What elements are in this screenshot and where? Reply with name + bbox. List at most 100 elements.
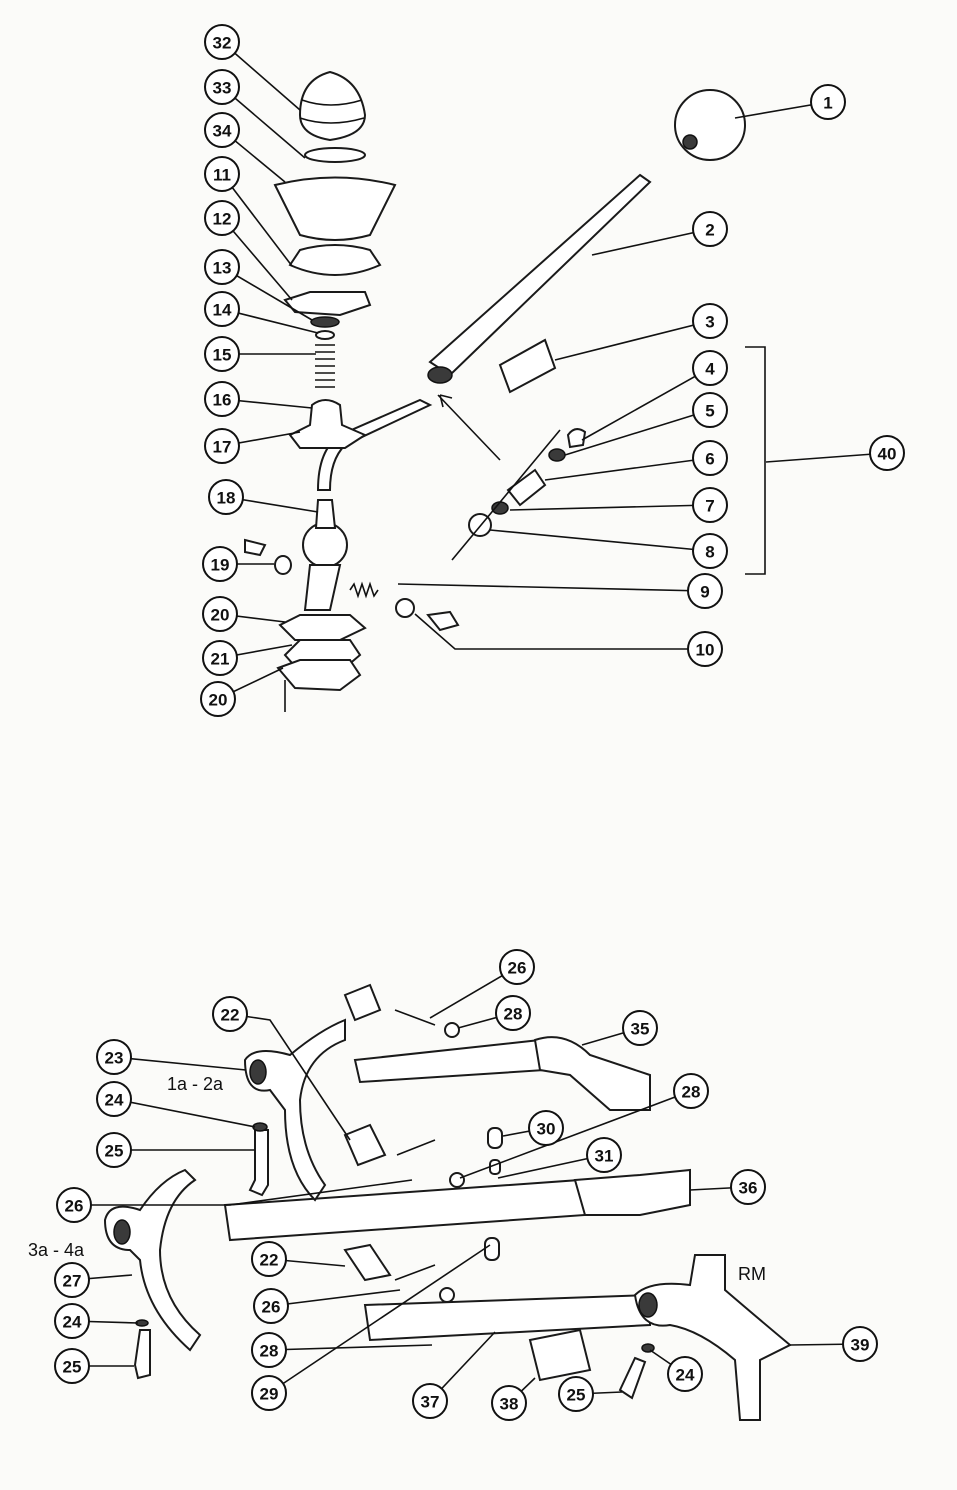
rod-36-end — [573, 1168, 691, 1216]
callout-14: 14 — [204, 291, 240, 327]
callout-number: 33 — [213, 79, 232, 98]
callout-number: 40 — [878, 445, 897, 464]
callout-circle — [687, 573, 723, 609]
ball-28b — [449, 1172, 465, 1188]
callout-28: 28 — [251, 1332, 287, 1368]
leader-line-28 — [459, 1090, 692, 1179]
fork-3-4-bore — [113, 1219, 131, 1245]
callout-circle — [96, 1039, 132, 1075]
upper-housing — [288, 244, 382, 276]
callout-2: 2 — [692, 211, 728, 247]
leader-line-26 — [270, 1289, 401, 1307]
callout-circle — [692, 350, 728, 386]
callout-number: 8 — [705, 543, 714, 562]
seal — [548, 448, 566, 462]
pin-29 — [484, 1237, 500, 1261]
callout-circle — [692, 303, 728, 339]
callout-circle — [495, 995, 531, 1031]
leader-line-3 — [554, 320, 711, 361]
callout-26: 26 — [499, 949, 535, 985]
callout-8: 8 — [692, 533, 728, 569]
callout-19: 19 — [202, 546, 238, 582]
leader-line-40 — [765, 452, 888, 463]
callout-circle — [491, 1385, 527, 1421]
callout-number: 24 — [63, 1313, 82, 1332]
bush-22c — [343, 1243, 392, 1282]
callout-number: 27 — [63, 1272, 82, 1291]
callout-circle — [204, 156, 240, 192]
gasket — [283, 291, 372, 317]
callout-30: 30 — [528, 1110, 564, 1146]
callout-11: 11 — [204, 156, 240, 192]
callout-23: 23 — [96, 1039, 132, 1075]
callout-circle — [412, 1383, 448, 1419]
callout-number: 11 — [213, 166, 231, 185]
callout-number: 19 — [211, 556, 230, 575]
bush-22b — [343, 1123, 387, 1167]
callout-circle — [202, 596, 238, 632]
callout-number: 28 — [260, 1342, 279, 1361]
leader-line-10 — [414, 613, 705, 650]
gasket-20b — [276, 659, 362, 692]
callout-circle — [54, 1262, 90, 1298]
callout-number: 30 — [537, 1120, 556, 1139]
callout-20: 20 — [202, 596, 238, 632]
cap — [566, 428, 587, 449]
callout-number: 34 — [213, 122, 232, 141]
callout-37: 37 — [412, 1383, 448, 1419]
callout-circle — [499, 949, 535, 985]
callout-circle — [687, 631, 723, 667]
gasket-20 — [278, 614, 367, 641]
callout-3: 3 — [692, 303, 728, 339]
callout-40: 40 — [869, 435, 905, 471]
callout-circle — [692, 392, 728, 428]
bolt-25a — [248, 1129, 269, 1197]
callout-21: 21 — [202, 640, 238, 676]
bolt-10 — [426, 610, 460, 632]
callout-circle — [56, 1187, 92, 1223]
leader-line-24 — [113, 1098, 256, 1128]
callout-26: 26 — [253, 1288, 289, 1324]
spring-9 — [349, 581, 379, 599]
leader-line-7 — [509, 504, 711, 511]
springs-26 — [394, 1009, 436, 1281]
callout-circle — [842, 1326, 878, 1362]
callout-10: 10 — [687, 631, 723, 667]
label-fork-1-2: 1a - 2a — [167, 1074, 224, 1094]
callout-18: 18 — [208, 479, 244, 515]
callout-circle — [558, 1376, 594, 1412]
callout-number: 36 — [739, 1179, 758, 1198]
ring — [304, 147, 366, 163]
callout-number: 28 — [682, 1083, 701, 1102]
rod-37 — [363, 1293, 651, 1342]
axis-line — [451, 429, 561, 561]
callout-number: 25 — [63, 1358, 82, 1377]
callout-number: 28 — [504, 1005, 523, 1024]
callout-circle — [204, 69, 240, 105]
callout-number: 7 — [705, 497, 714, 516]
cover-cup — [273, 176, 397, 241]
callout-circle — [204, 112, 240, 148]
callout-circle — [692, 487, 728, 523]
callout-number: 22 — [221, 1006, 240, 1025]
callout-28: 28 — [495, 995, 531, 1031]
callout-1: 1 — [810, 84, 846, 120]
callout-22: 22 — [251, 1241, 287, 1277]
callout-number: 31 — [595, 1147, 614, 1166]
washer-24a — [252, 1122, 268, 1132]
callout-number: 21 — [211, 650, 230, 669]
gear-knob — [674, 89, 746, 161]
callout-24: 24 — [54, 1303, 90, 1339]
label-fork-reverse: RM — [738, 1264, 766, 1284]
callout-27: 27 — [54, 1262, 90, 1298]
callout-number: 24 — [676, 1366, 695, 1385]
callout-31: 31 — [586, 1137, 622, 1173]
rod-35-end — [533, 1036, 651, 1111]
callout-circle — [208, 479, 244, 515]
callout-circle — [204, 24, 240, 60]
sleeve — [498, 338, 557, 394]
spring — [315, 344, 335, 388]
bolt-19 — [244, 538, 267, 557]
knob-hole — [682, 134, 698, 150]
